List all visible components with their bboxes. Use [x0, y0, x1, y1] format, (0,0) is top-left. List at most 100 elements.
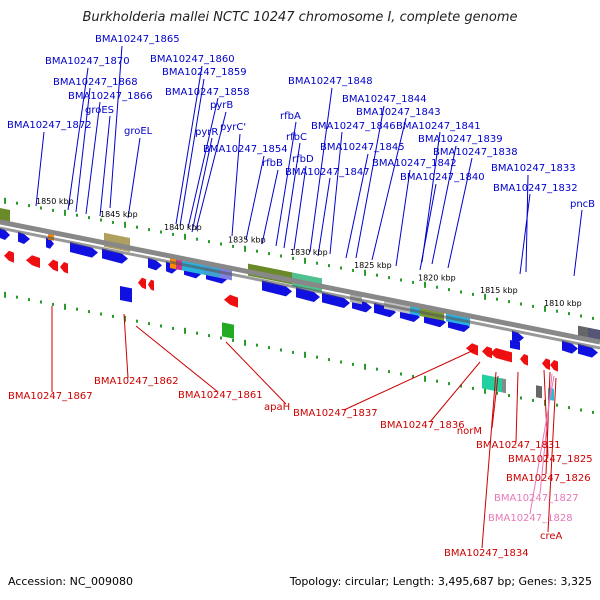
kbp-tick-label: 1815 kbp: [480, 286, 518, 295]
forward-gene-arrow: [0, 228, 10, 240]
kbp-tick-label: 1840 kbp: [164, 223, 202, 232]
kbp-tick-label: 1835 kbp: [228, 236, 266, 245]
tick-dot: [388, 276, 390, 280]
forward-gene-label: BMA10247_1858: [165, 87, 250, 98]
tick-dot: [544, 305, 546, 312]
forward-gene-label: rfbD: [292, 154, 314, 165]
reverse-gene-arrow: [48, 259, 58, 272]
forward-gene-arrow: [102, 248, 128, 264]
gene-block: [536, 385, 542, 399]
reverse-gene-arrow: [138, 277, 146, 290]
forward-label-leader: [371, 117, 407, 261]
tick-dot: [400, 372, 402, 376]
tick-dot: [532, 304, 534, 308]
tick-dot: [40, 206, 42, 210]
tick-dot: [328, 264, 330, 268]
tick-dot: [52, 302, 54, 306]
tick-dot: [4, 291, 6, 298]
tick-dot: [508, 300, 510, 304]
forward-gene-label: BMA10247_1845: [320, 142, 405, 153]
forward-label-leader: [109, 45, 123, 209]
tick-dot: [520, 302, 522, 306]
tick-dot: [424, 375, 426, 382]
tick-dot: [412, 280, 414, 284]
tick-dot: [508, 394, 510, 398]
tick-dot: [364, 363, 366, 370]
reverse-gene-arrow: [520, 354, 528, 366]
tick-dot: [76, 307, 78, 311]
map-title: Burkholderia mallei NCTC 10247 chromosom…: [82, 10, 518, 25]
tick-dot: [220, 336, 222, 340]
tick-dot: [412, 374, 414, 378]
forward-gene-label: BMA10247_1859: [162, 67, 247, 78]
forward-label-leader: [421, 131, 441, 263]
reverse-gene-arrow: [550, 360, 558, 372]
tick-dot: [88, 310, 90, 314]
forward-label-leader: [175, 65, 203, 225]
forward-label-leader: [75, 87, 91, 213]
kbp-tick-label: 1830 kbp: [290, 248, 328, 257]
reverse-label-leader: [481, 371, 497, 549]
backbone-line: [0, 219, 600, 345]
forward-gene-label: BMA10247_1870: [45, 56, 130, 67]
tick-dot: [100, 218, 102, 222]
tick-dot: [484, 293, 486, 300]
forward-label-leader: [275, 121, 297, 247]
tick-dot: [568, 312, 570, 316]
forward-gene-label: BMA10247_1868: [53, 77, 138, 88]
tick-dot: [160, 324, 162, 328]
forward-label-leader: [231, 133, 241, 237]
forward-gene-label: pyrB: [210, 100, 233, 111]
reverse-gene-label: apaH: [264, 402, 290, 413]
tick-dot: [148, 322, 150, 326]
reverse-gene-label: BMA10247_1828: [488, 513, 573, 524]
forward-label-leader: [573, 209, 583, 277]
forward-gene-arrow: [578, 343, 598, 358]
tick-dot: [292, 350, 294, 354]
gene-labels: BMA10247_1865BMA10247_1870BMA10247_1868B…: [7, 34, 595, 559]
reverse-label-leader: [343, 349, 475, 411]
tick-dot: [136, 319, 138, 323]
forward-label-leader: [419, 183, 437, 271]
tick-dot: [196, 331, 198, 335]
tick-dot: [112, 314, 114, 318]
tick-dot: [448, 382, 450, 386]
reverse-gene-label: BMA10247_1861: [178, 390, 263, 401]
tick-dot: [304, 351, 306, 358]
reverse-label-leader: [529, 375, 555, 515]
tick-dot: [532, 398, 534, 402]
tick-dot: [244, 245, 246, 252]
tick-dot: [328, 358, 330, 362]
tick-dot: [496, 297, 498, 301]
tick-dot: [16, 295, 18, 299]
tick-dot: [364, 269, 366, 276]
reverse-label-leader: [491, 375, 499, 429]
gene-block: [120, 286, 132, 303]
kbp-tick-label: 1825 kbp: [354, 261, 392, 270]
forward-label-leader: [525, 174, 529, 273]
tick-dot: [40, 300, 42, 304]
tick-dot: [340, 266, 342, 270]
forward-gene-arrow: [18, 231, 30, 244]
forward-gene-label: BMA10247_1854: [203, 144, 288, 155]
tick-dot: [4, 197, 6, 204]
forward-label-leader: [261, 169, 279, 245]
forward-gene-arrow: [296, 287, 320, 302]
forward-gene-arrow: [262, 280, 292, 297]
forward-label-leader: [309, 87, 333, 253]
tick-dot: [496, 391, 498, 395]
forward-gene-label: pyrC': [220, 122, 246, 133]
reverse-label-leader: [225, 341, 287, 405]
forward-label-leader: [519, 193, 531, 275]
reverse-label-leader: [135, 325, 219, 393]
tick-dot: [292, 256, 294, 260]
forward-gene-label: BMA10247_1848: [288, 76, 373, 87]
tick-dot: [256, 343, 258, 347]
tick-dot: [304, 257, 306, 264]
tick-dot: [76, 213, 78, 217]
forward-gene-label: BMA10247_1839: [418, 134, 503, 145]
forward-gene-label: pncB: [570, 199, 595, 210]
